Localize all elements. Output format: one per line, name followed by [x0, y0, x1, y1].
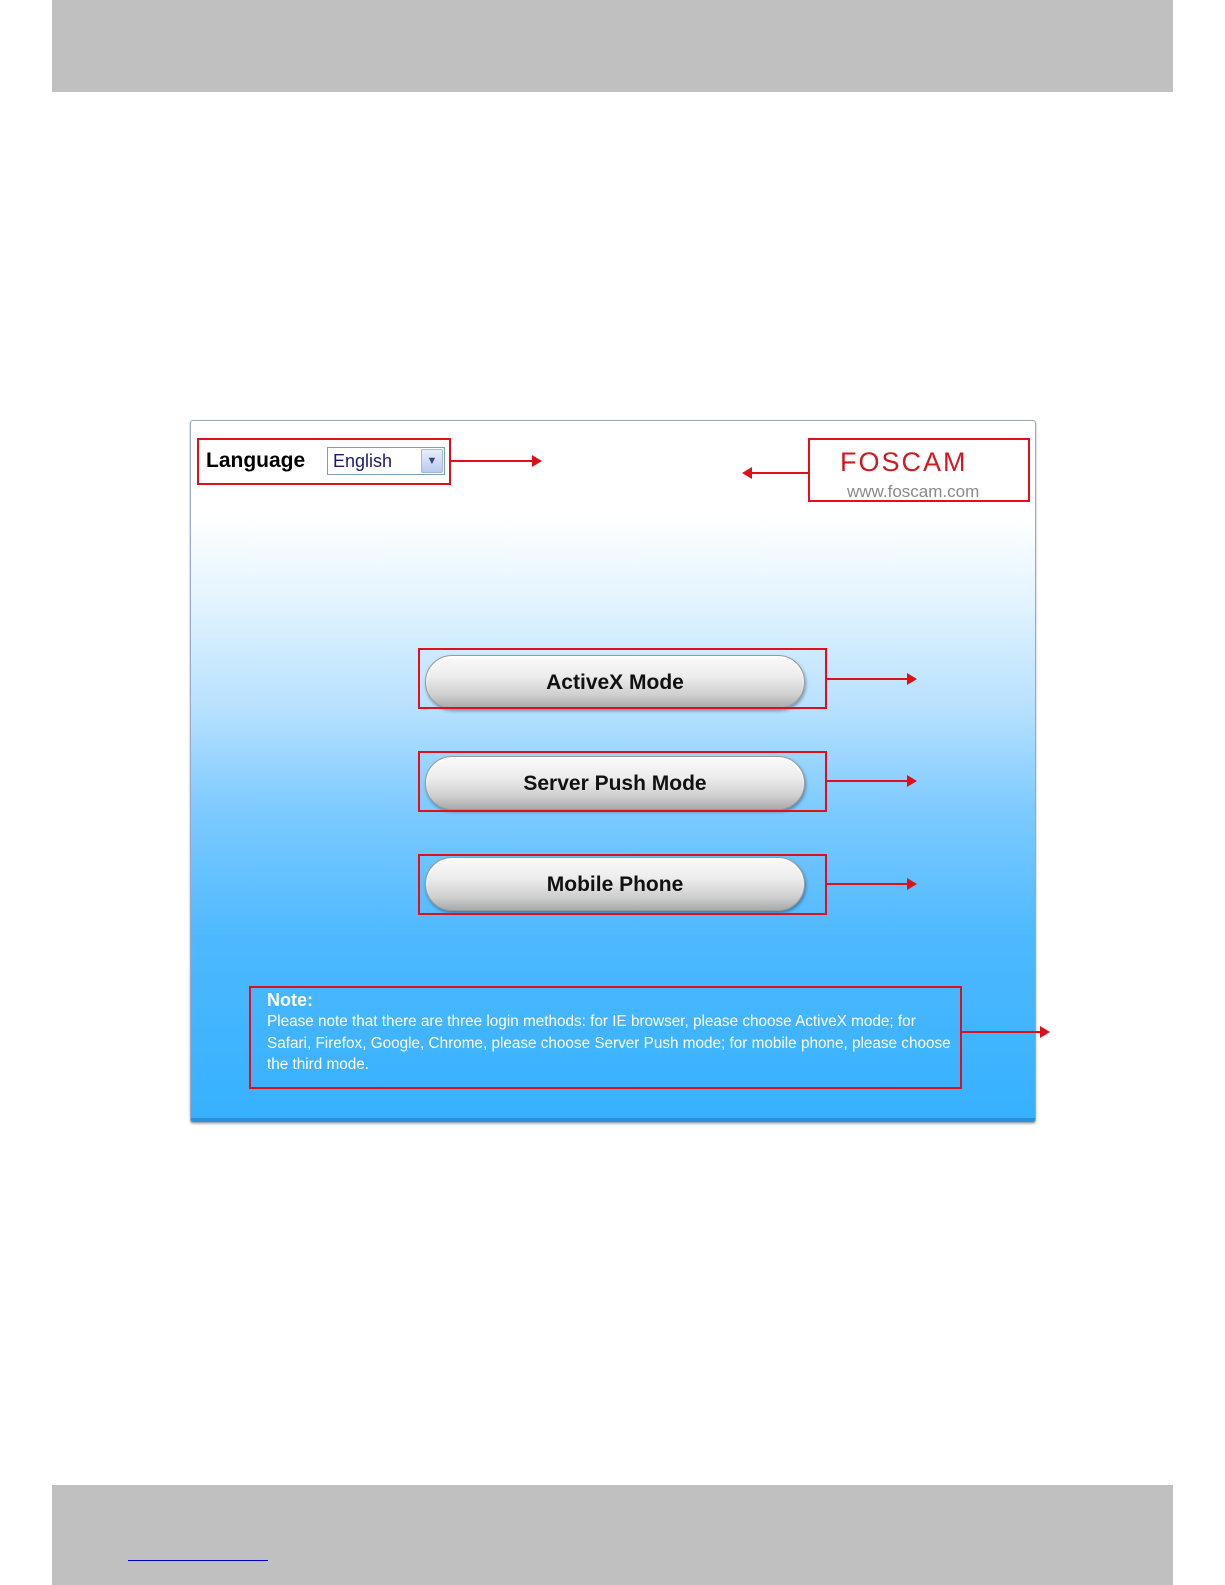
mobile-callout-arrow: [827, 883, 909, 885]
note-callout-arrow: [962, 1031, 1042, 1033]
footer-link-underline[interactable]: [128, 1560, 268, 1561]
activex-callout-arrow: [827, 678, 909, 680]
server-push-highlight-box: [418, 751, 827, 812]
logo-highlight-box: [808, 438, 1030, 502]
server-push-callout-arrow: [827, 780, 909, 782]
language-callout-arrow: [451, 460, 534, 462]
page-header-band: [52, 0, 1173, 92]
language-highlight-box: [197, 438, 451, 485]
note-highlight-box: [249, 986, 962, 1089]
activex-highlight-box: [418, 648, 827, 709]
page-footer-band: [52, 1485, 1173, 1585]
logo-callout-arrow: [750, 472, 808, 474]
mobile-highlight-box: [418, 854, 827, 915]
